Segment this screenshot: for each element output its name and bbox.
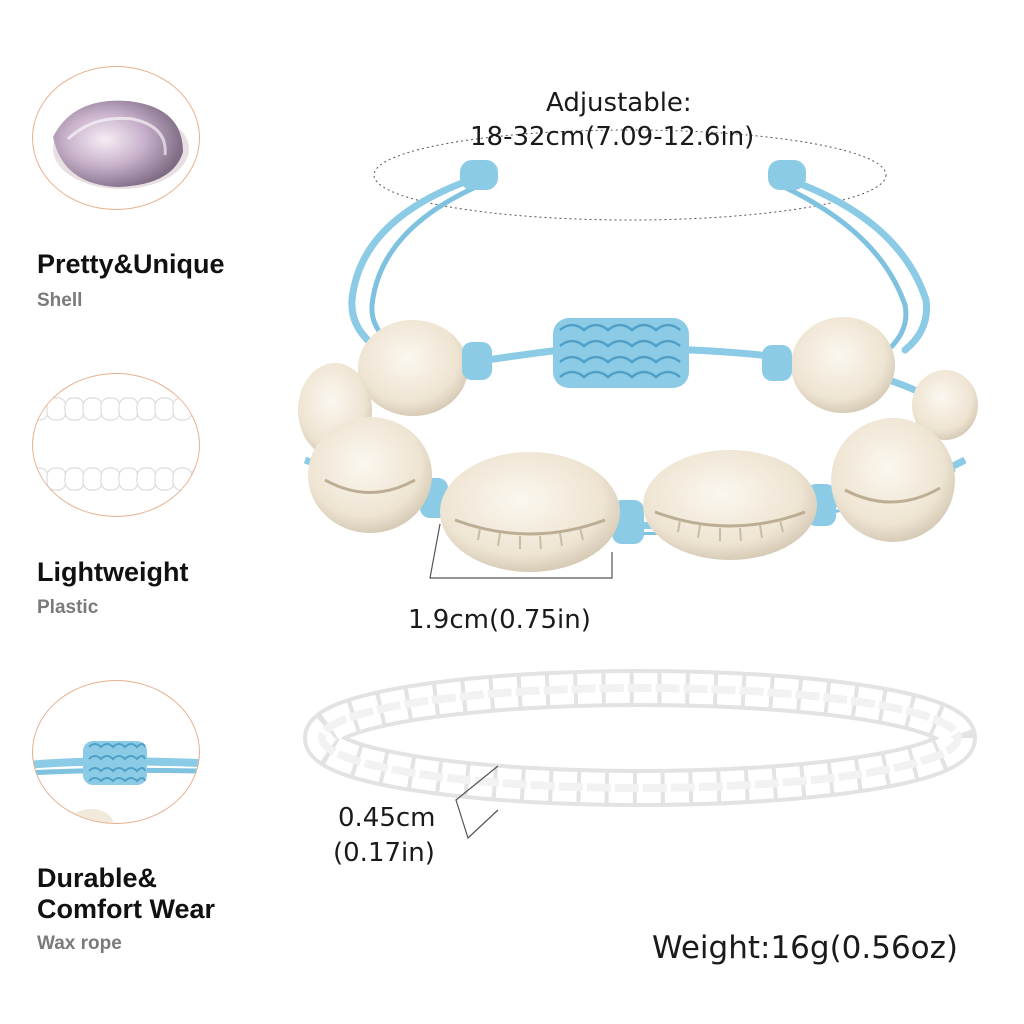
feature-subtitle-durable: Wax rope xyxy=(37,933,122,954)
cowrie-shell xyxy=(643,450,817,560)
wax-rope-knot-icon xyxy=(33,741,199,823)
shell-size-label: 1.9cm(0.75in) xyxy=(408,605,591,635)
cord-knot xyxy=(612,500,644,544)
shell-icon xyxy=(53,100,189,189)
cord-knot xyxy=(462,342,492,380)
weight-label: Weight:16g(0.56oz) xyxy=(652,930,959,966)
bead-bracelet xyxy=(303,669,977,807)
cowrie-shell xyxy=(308,417,432,533)
feature-title-durable: Durable& Comfort Wear xyxy=(37,863,216,924)
wax-rope-thumbnail xyxy=(32,680,200,824)
bead-size-bracket xyxy=(455,765,499,840)
cord-knot xyxy=(762,345,792,381)
shell-size-bracket xyxy=(429,523,613,579)
cowrie-shell xyxy=(831,418,955,542)
adjustable-range-ellipse xyxy=(373,129,887,221)
bead-size-cm: 0.45cm xyxy=(338,803,436,833)
shell-thumbnail xyxy=(32,66,200,210)
sliding-knot xyxy=(553,318,689,388)
adjustable-size: 18-32cm(7.09-12.6in) xyxy=(470,122,755,152)
cowrie-shell xyxy=(912,370,978,440)
feature-title-shell: Pretty&Unique xyxy=(37,249,225,279)
cord-end-knot-left xyxy=(460,160,498,190)
cowrie-shell xyxy=(440,452,620,572)
bead-size-in: (0.17in) xyxy=(333,838,435,868)
cowrie-shell xyxy=(791,317,895,413)
feature-subtitle-shell: Shell xyxy=(37,290,83,311)
feature-subtitle-lightweight: Plastic xyxy=(37,597,99,618)
cowrie-shell xyxy=(358,320,468,416)
cord-end-knot-right xyxy=(768,160,806,190)
adjustable-label: Adjustable: xyxy=(546,88,692,118)
feature-title-lightweight: Lightweight xyxy=(37,557,189,587)
